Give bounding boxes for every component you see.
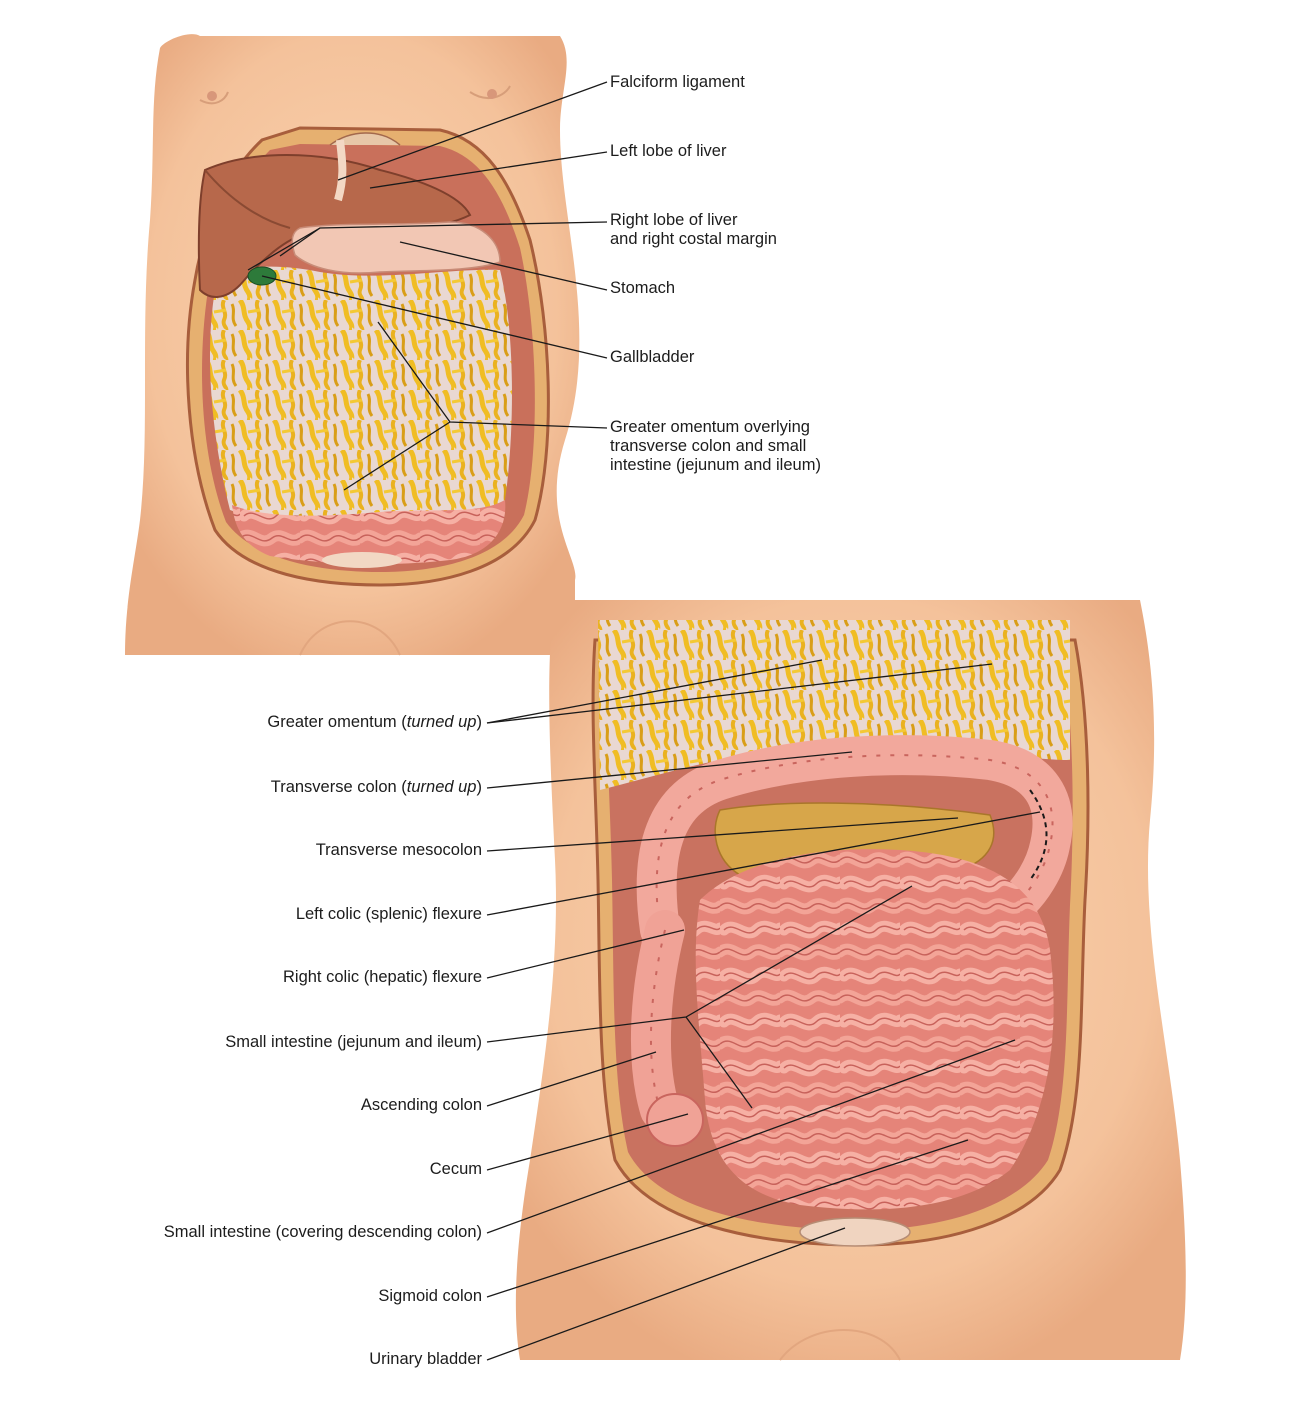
- leader-left-colic-flexure: [486, 811, 1041, 916]
- top-stomach: [291, 221, 501, 274]
- leader-right-colic-flexure: [486, 929, 685, 979]
- label-si-text: Small intestine (jejunum and ileum): [225, 1033, 482, 1051]
- label-greater-omentum-line2: transverse colon and small: [610, 437, 807, 455]
- label-go-text: Greater omentum (: [267, 713, 407, 731]
- label-left-lobe-line1: Left lobe of liver: [610, 142, 727, 160]
- label-transverse-colon-turned-up: Transverse colon (turned up): [271, 778, 482, 797]
- label-left-colic-flexure: Left colic (splenic) flexure: [296, 905, 482, 924]
- label-tc-italic: turned up: [406, 778, 477, 796]
- leader-left-lobe: [369, 151, 608, 189]
- label-lcf-text: Left colic (splenic) flexure: [295, 905, 482, 923]
- label-falciform-ligament: Falciform ligament: [610, 73, 745, 92]
- label-stomach-line1: Stomach: [610, 279, 676, 297]
- label-go-italic: turned up: [406, 713, 477, 731]
- label-tm-text: Transverse mesocolon: [315, 841, 482, 859]
- bottom-cecum: [646, 1093, 704, 1147]
- leader-transverse-mesocolon: [486, 817, 959, 852]
- leader-urinary-bladder: [486, 1227, 846, 1361]
- label-sigmoid-colon: Sigmoid colon: [378, 1287, 482, 1306]
- label-small-intestine-descending: Small intestine (covering descending col…: [164, 1223, 482, 1242]
- bottom-transverse-colon: [636, 735, 1073, 950]
- label-gallbladder-line1: Gallbladder: [610, 348, 695, 366]
- label-rcf-text: Right colic (hepatic) flexure: [283, 968, 482, 986]
- leader-gallbladder: [261, 275, 608, 359]
- leader-lines: [247, 81, 1041, 1361]
- label-right-lobe-line1: Right lobe of liver: [610, 211, 738, 229]
- label-sid-text: Small intestine (covering descending col…: [163, 1223, 482, 1241]
- label-sc-text: Sigmoid colon: [378, 1287, 482, 1305]
- bottom-urinary-bladder: [799, 1217, 911, 1247]
- label-right-lobe-line2: and right costal margin: [610, 230, 777, 248]
- label-right-colic-flexure: Right colic (hepatic) flexure: [283, 968, 482, 987]
- label-greater-omentum-overlying: Greater omentum overlying transverse col…: [610, 418, 821, 475]
- label-ub-text: Urinary bladder: [369, 1350, 482, 1368]
- label-greater-omentum-line1: Greater omentum overlying: [610, 418, 810, 436]
- top-greater-omentum: [210, 266, 512, 520]
- leader-ascending-colon: [486, 1051, 657, 1107]
- label-falciform-line1: Falciform ligament: [610, 73, 745, 91]
- leader-transverse-colon-up: [486, 751, 853, 789]
- leader-falciform: [337, 81, 608, 181]
- bottom-ascending-colon: [630, 910, 685, 1130]
- top-small-intestine: [232, 500, 506, 565]
- label-small-intestine: Small intestine (jejunum and ileum): [225, 1033, 482, 1052]
- leader-sigmoid-colon: [486, 1139, 969, 1298]
- top-falciform-ligament: [334, 139, 347, 202]
- top-figure: [125, 34, 580, 656]
- label-greater-omentum-line3: intestine (jejunum and ileum): [610, 456, 821, 474]
- label-cecum-text: Cecum: [429, 1160, 482, 1178]
- label-transverse-mesocolon: Transverse mesocolon: [316, 841, 482, 860]
- label-tc-text: Transverse colon (: [270, 778, 407, 796]
- label-right-lobe-of-liver: Right lobe of liver and right costal mar…: [610, 211, 777, 249]
- label-tc-suffix: ): [476, 778, 483, 796]
- leader-greater-omentum-up: [486, 659, 823, 724]
- leader-cecum: [486, 1113, 689, 1171]
- label-gallbladder: Gallbladder: [610, 348, 694, 367]
- label-left-lobe-of-liver: Left lobe of liver: [610, 142, 726, 161]
- label-stomach: Stomach: [610, 279, 675, 298]
- label-cecum: Cecum: [430, 1160, 482, 1179]
- leader-small-intestine-desc: [486, 1039, 1016, 1234]
- label-ascending-colon: Ascending colon: [361, 1096, 482, 1115]
- leader-stomach: [399, 241, 608, 291]
- label-greater-omentum-turned-up: Greater omentum (turned up): [267, 713, 482, 732]
- bottom-figure: [515, 600, 1186, 1361]
- label-go-suffix: ): [476, 713, 483, 731]
- label-urinary-bladder: Urinary bladder: [369, 1350, 482, 1369]
- bottom-small-intestine: [695, 849, 1054, 1210]
- label-ac-text: Ascending colon: [360, 1096, 482, 1114]
